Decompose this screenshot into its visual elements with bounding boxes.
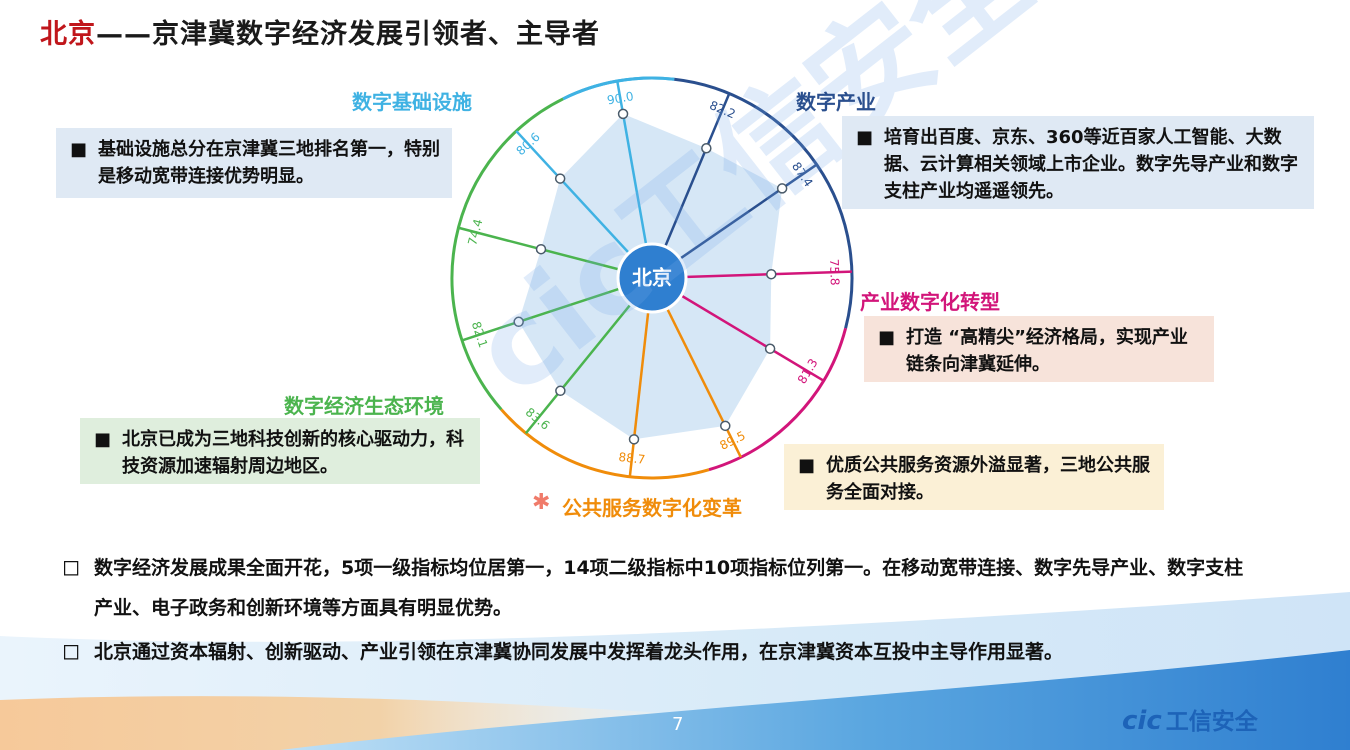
industry-note-text: 培育出百度、京东、360等近百家人工智能、大数据、云计算相关领域上市企业。数字先… <box>884 127 1298 202</box>
category-label-public: 公共服务数字化变革 <box>562 496 742 520</box>
star-icon: ✱ <box>532 490 551 515</box>
hollow-square-icon: ◻ <box>62 639 81 664</box>
transform-note-text: 打造 “高精尖”经济格局，实现产业链条向津冀延伸。 <box>906 327 1188 375</box>
radar-point <box>617 108 629 120</box>
square-bullet-icon: ■ <box>70 139 88 160</box>
public-note-text: 优质公共服务资源外溢显著，三地公共服务全面对接。 <box>826 455 1150 503</box>
logo-latin: cic <box>1122 706 1162 736</box>
radar-ring-arc <box>674 77 854 329</box>
infra-note-text: 基础设施总分在京津冀三地排名第一，特别是移动宽带连接优势明显。 <box>98 139 440 187</box>
hollow-square-icon: ◻ <box>62 555 81 580</box>
radar-point <box>628 434 640 445</box>
square-bullet-icon: ■ <box>94 429 112 450</box>
radar-value-label: 74.4 <box>465 217 485 246</box>
page-title: 北京——京津冀数字经济发展引领者、主导者 <box>40 12 600 51</box>
radar-point <box>701 143 712 154</box>
radar-center-label: 北京 <box>632 266 672 290</box>
square-bullet-icon: ■ <box>878 327 896 348</box>
summary-bullet-1: ◻ 数字经济发展成果全面开花，5项一级指标均位居第一，14项二级指标中10项指标… <box>62 548 1262 628</box>
radar-center <box>616 242 688 314</box>
radar-point <box>555 385 566 397</box>
radar-ring-arc <box>500 408 710 480</box>
radar-value-label: 90.0 <box>606 89 635 107</box>
category-label-infra: 数字基础设施 <box>352 90 472 114</box>
title-rest: ——京津冀数字经济发展引领者、主导者 <box>96 19 600 50</box>
radar-point <box>513 316 524 328</box>
radar-point <box>766 268 777 280</box>
radar-point <box>764 343 776 354</box>
radar-ring-arc <box>450 97 564 411</box>
summary-bullet-2: ◻ 北京通过资本辐射、创新驱动、产业引领在京津冀协同发展中发挥着龙头作用，在京津… <box>62 632 1262 672</box>
radar-value-label: 88.7 <box>618 450 646 467</box>
radar-point <box>535 243 547 255</box>
wave-blue <box>280 650 1350 750</box>
square-bullet-icon: ■ <box>856 127 874 148</box>
infra-note: ■ 基础设施总分在京津冀三地排名第一，特别是移动宽带连接优势明显。 <box>56 128 452 198</box>
public-note: ■ 优质公共服务资源外溢显著，三地公共服务全面对接。 <box>784 444 1164 510</box>
category-label-ecology: 数字经济生态环境 <box>284 394 444 418</box>
title-highlight: 北京 <box>40 19 96 50</box>
square-bullet-icon: ■ <box>798 455 816 476</box>
category-label-industry: 数字产业 <box>796 90 876 114</box>
ecology-note: ■ 北京已成为三地科技创新的核心驱动力，科技资源加速辐射周边地区。 <box>80 418 480 484</box>
summary-bullet-2-text: 北京通过资本辐射、创新驱动、产业引领在京津冀协同发展中发挥着龙头作用，在京津冀资… <box>94 641 1064 663</box>
radar-point <box>554 173 566 184</box>
category-label-transform: 产业数字化转型 <box>860 290 1000 314</box>
radar-ring-arc <box>708 327 848 472</box>
radar-point <box>720 420 731 432</box>
radar-point <box>776 183 788 194</box>
ecology-note-text: 北京已成为三地科技创新的核心驱动力，科技资源加速辐射周边地区。 <box>122 429 464 477</box>
logo-cn: 工信安全 <box>1165 709 1258 735</box>
industry-note: ■ 培育出百度、京东、360等近百家人工智能、大数据、云计算相关领域上市企业。数… <box>842 116 1314 209</box>
page-number: 7 <box>672 714 684 735</box>
transform-note: ■ 打造 “高精尖”经济格局，实现产业链条向津冀延伸。 <box>864 316 1214 382</box>
radar-value-label: 75.8 <box>827 259 842 286</box>
summary-bullet-1-text: 数字经济发展成果全面开花，5项一级指标均位居第一，14项二级指标中10项指标位列… <box>94 557 1244 619</box>
